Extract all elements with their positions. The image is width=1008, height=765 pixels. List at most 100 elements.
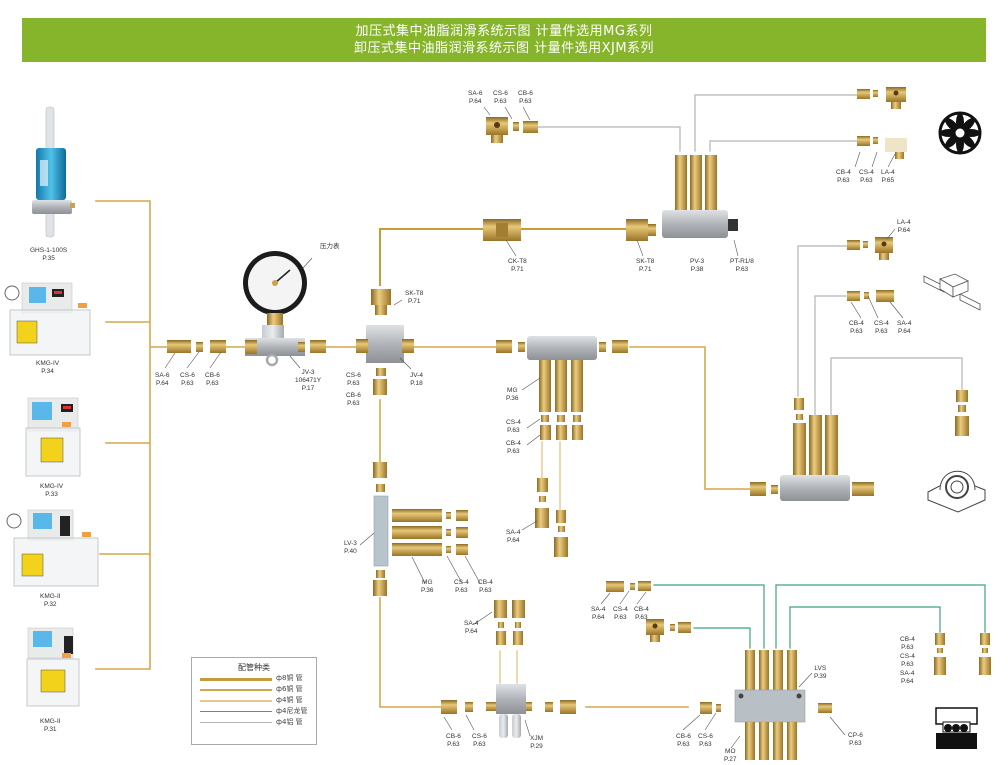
fitting-sa4-xjm[interactable]: [494, 600, 525, 645]
fitting-sa4-lvs-top[interactable]: [606, 581, 624, 592]
fitting-cs6-pump-outlet[interactable]: [196, 342, 203, 352]
fitting-cb6-pump-outlet[interactable]: [210, 340, 226, 353]
distributor-lv3[interactable]: [373, 495, 442, 567]
fitting-cb6-mg-in[interactable]: [496, 340, 512, 353]
fitting-cs6-mg-out[interactable]: [599, 342, 606, 352]
fitting-xjm-out[interactable]: [545, 700, 576, 714]
pump-kmg-ii-2[interactable]: [26, 627, 80, 707]
fitting-cp6[interactable]: [818, 703, 832, 713]
fitting-cs6-jv3[interactable]: [298, 342, 305, 352]
pump-kmg-ii-1[interactable]: [6, 509, 99, 587]
fitting-cb6-top[interactable]: [523, 121, 538, 133]
legend-item: ф4尼龙管: [192, 706, 316, 717]
fitting-la4-top-right[interactable]: [885, 138, 907, 159]
pillow-block-bearing-icon: [927, 470, 986, 513]
fitting-cb4-la4[interactable]: [847, 240, 860, 250]
fitting-lv3-in[interactable]: [373, 462, 387, 492]
fitting-sk-t8-horizontal[interactable]: [626, 219, 656, 241]
fitting-cb4-lvs-top[interactable]: [638, 581, 651, 591]
fitting-cs4-lvs-top[interactable]: [630, 583, 635, 590]
pipe-type-legend: 配管种类 ф8铜 管 ф6铜 管 ф4铜 管 ф4尼龙管 ф4铝 管: [191, 657, 317, 745]
fitting-sa6-top[interactable]: [486, 117, 508, 143]
fitting-cs6-rmg-in[interactable]: [771, 485, 778, 494]
legend-swatch: [200, 689, 272, 691]
distributor-mg-right[interactable]: [780, 398, 874, 501]
fitting-sk-t8-vertical[interactable]: [371, 289, 391, 315]
legend-swatch: [200, 711, 272, 712]
fittings-mg-center-sa4-1[interactable]: [535, 478, 549, 528]
fitting-lvs-inlet[interactable]: [700, 702, 721, 714]
distributor-pv3[interactable]: [662, 155, 738, 238]
fitting-cb4-top-right-1[interactable]: [857, 89, 870, 99]
fitting-cb4-right-mid[interactable]: [847, 291, 860, 301]
pipe-rmg-outlet-2: [814, 295, 847, 416]
fitting-sa6-pump-outlet[interactable]: [167, 340, 191, 353]
legend-item: ф8铜 管: [192, 673, 316, 684]
fitting-sa4-right-mid[interactable]: [876, 290, 894, 302]
distributor-lvs[interactable]: [734, 650, 806, 760]
fitting-cs6-jv4-below[interactable]: [376, 368, 386, 376]
fittings-lv3-outlets[interactable]: [446, 510, 468, 555]
fitting-cs4-top-right-1[interactable]: [873, 90, 878, 97]
fitting-cb4-top-right-2[interactable]: [857, 136, 870, 146]
valve-jv4[interactable]: [356, 325, 414, 363]
pipe-lv3-to-xjm: [379, 597, 443, 708]
valve-jv3[interactable]: [245, 325, 305, 367]
fitting-stack-right-lower[interactable]: [955, 390, 969, 436]
fitting-lv3-out[interactable]: [373, 570, 387, 596]
fittings-mg-center-outlets[interactable]: [540, 415, 583, 440]
fitting-cb6-rmg-in[interactable]: [750, 482, 766, 496]
fitting-cs6-xjm-in[interactable]: [465, 702, 473, 712]
pump-kmg-iv-1[interactable]: [4, 282, 91, 356]
fitting-lvs-cs4-cb4[interactable]: [670, 622, 691, 633]
valve-xjm[interactable]: [486, 684, 532, 738]
pipe-lvs-outlet-2: [693, 627, 751, 649]
fitting-cs6-top[interactable]: [513, 122, 519, 131]
fitting-cs6-mg-in[interactable]: [518, 342, 525, 352]
fitting-ck-t8[interactable]: [483, 219, 521, 241]
fitting-cb6-mg-out[interactable]: [612, 340, 628, 353]
title-line-1: 加压式集中油脂润滑系统示图 计量件选用MG系列: [355, 24, 653, 39]
distributor-mg-center[interactable]: [527, 336, 597, 412]
pipe-pv3-outlet-1: [536, 126, 681, 152]
fitting-cs4-la4[interactable]: [863, 241, 868, 248]
fitting-la4-right[interactable]: [875, 237, 893, 260]
fitting-cb6-jv3[interactable]: [310, 340, 326, 353]
pressure-gauge[interactable]: [243, 251, 307, 325]
pipe-lvs-outlet-1: [653, 584, 765, 649]
fitting-sa4-top-right-1[interactable]: [886, 87, 906, 109]
fitting-stack-bottom-right-2[interactable]: [979, 633, 991, 675]
legend-swatch: [200, 722, 272, 723]
fittings-mg-center-sa4-2[interactable]: [554, 510, 568, 557]
pump-ghs-1-100s[interactable]: [32, 106, 75, 238]
pipe-lvs-outlet-3: [775, 584, 986, 649]
fitting-cb6-jv4-below[interactable]: [373, 379, 387, 395]
fitting-cs4-top-right-2[interactable]: [873, 137, 878, 144]
fitting-stack-bottom-right-1[interactable]: [934, 633, 946, 675]
fitting-cs4-right-mid[interactable]: [864, 292, 869, 299]
fitting-sa4-elbow-lvs[interactable]: [646, 619, 664, 642]
fitting-cb6-xjm-in[interactable]: [441, 700, 457, 714]
pump-kmg-iv-2[interactable]: [25, 397, 81, 477]
